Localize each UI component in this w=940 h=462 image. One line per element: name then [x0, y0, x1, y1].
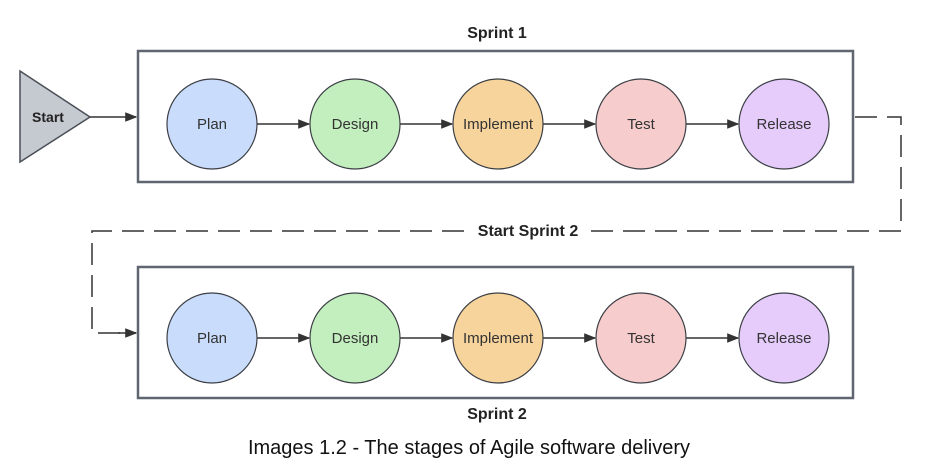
sprint-1-stage-test [595, 78, 687, 170]
sprint-1-stages: Plan Design Implement Test Release [166, 78, 830, 170]
sprint-connector [91, 116, 902, 334]
sprint-2-frame [136, 265, 855, 400]
start-sprint-2-label: Start Sprint 2 [478, 223, 579, 240]
sprint-1-frame [136, 49, 855, 184]
sprint-2-stage-label-test: Test [627, 330, 655, 347]
sprint-2-title: Sprint 2 [467, 406, 527, 423]
sprint-1-stage-label-implement: Implement [463, 116, 534, 133]
sprint-2-stage-label-release: Release [756, 330, 811, 347]
start-triangle [19, 69, 92, 164]
sprint-2-stage-implement [452, 292, 544, 384]
start-node: Start [19, 69, 92, 164]
sprint-1-title: Sprint 1 [467, 25, 527, 42]
sprint-1-stage-design [309, 78, 401, 170]
sprint-2-stage-label-implement: Implement [463, 330, 534, 347]
sprint-2-stages: Plan Design Implement Test Release [166, 292, 830, 384]
sprint-2-stage-design [309, 292, 401, 384]
sprint-1-stage-implement [452, 78, 544, 170]
sprint-2-stage-label-plan: Plan [197, 330, 227, 347]
start-label: Start [32, 109, 64, 125]
sprint-1-stage-release [738, 78, 830, 170]
sprint-2-stage-plan [166, 292, 258, 384]
sprint-1-stage-label-design: Design [332, 116, 379, 133]
sprint-2-stage-release [738, 292, 830, 384]
sprint-1-stage-label-test: Test [627, 116, 655, 133]
sprint-2-stage-test [595, 292, 687, 384]
sprint-1-stage-label-release: Release [756, 116, 811, 133]
sprint-1-stage-label-plan: Plan [197, 116, 227, 133]
figure-caption: Images 1.2 - The stages of Agile softwar… [248, 437, 690, 459]
sprint-2-stage-label-design: Design [332, 330, 379, 347]
sprint-1-stage-plan [166, 78, 258, 170]
